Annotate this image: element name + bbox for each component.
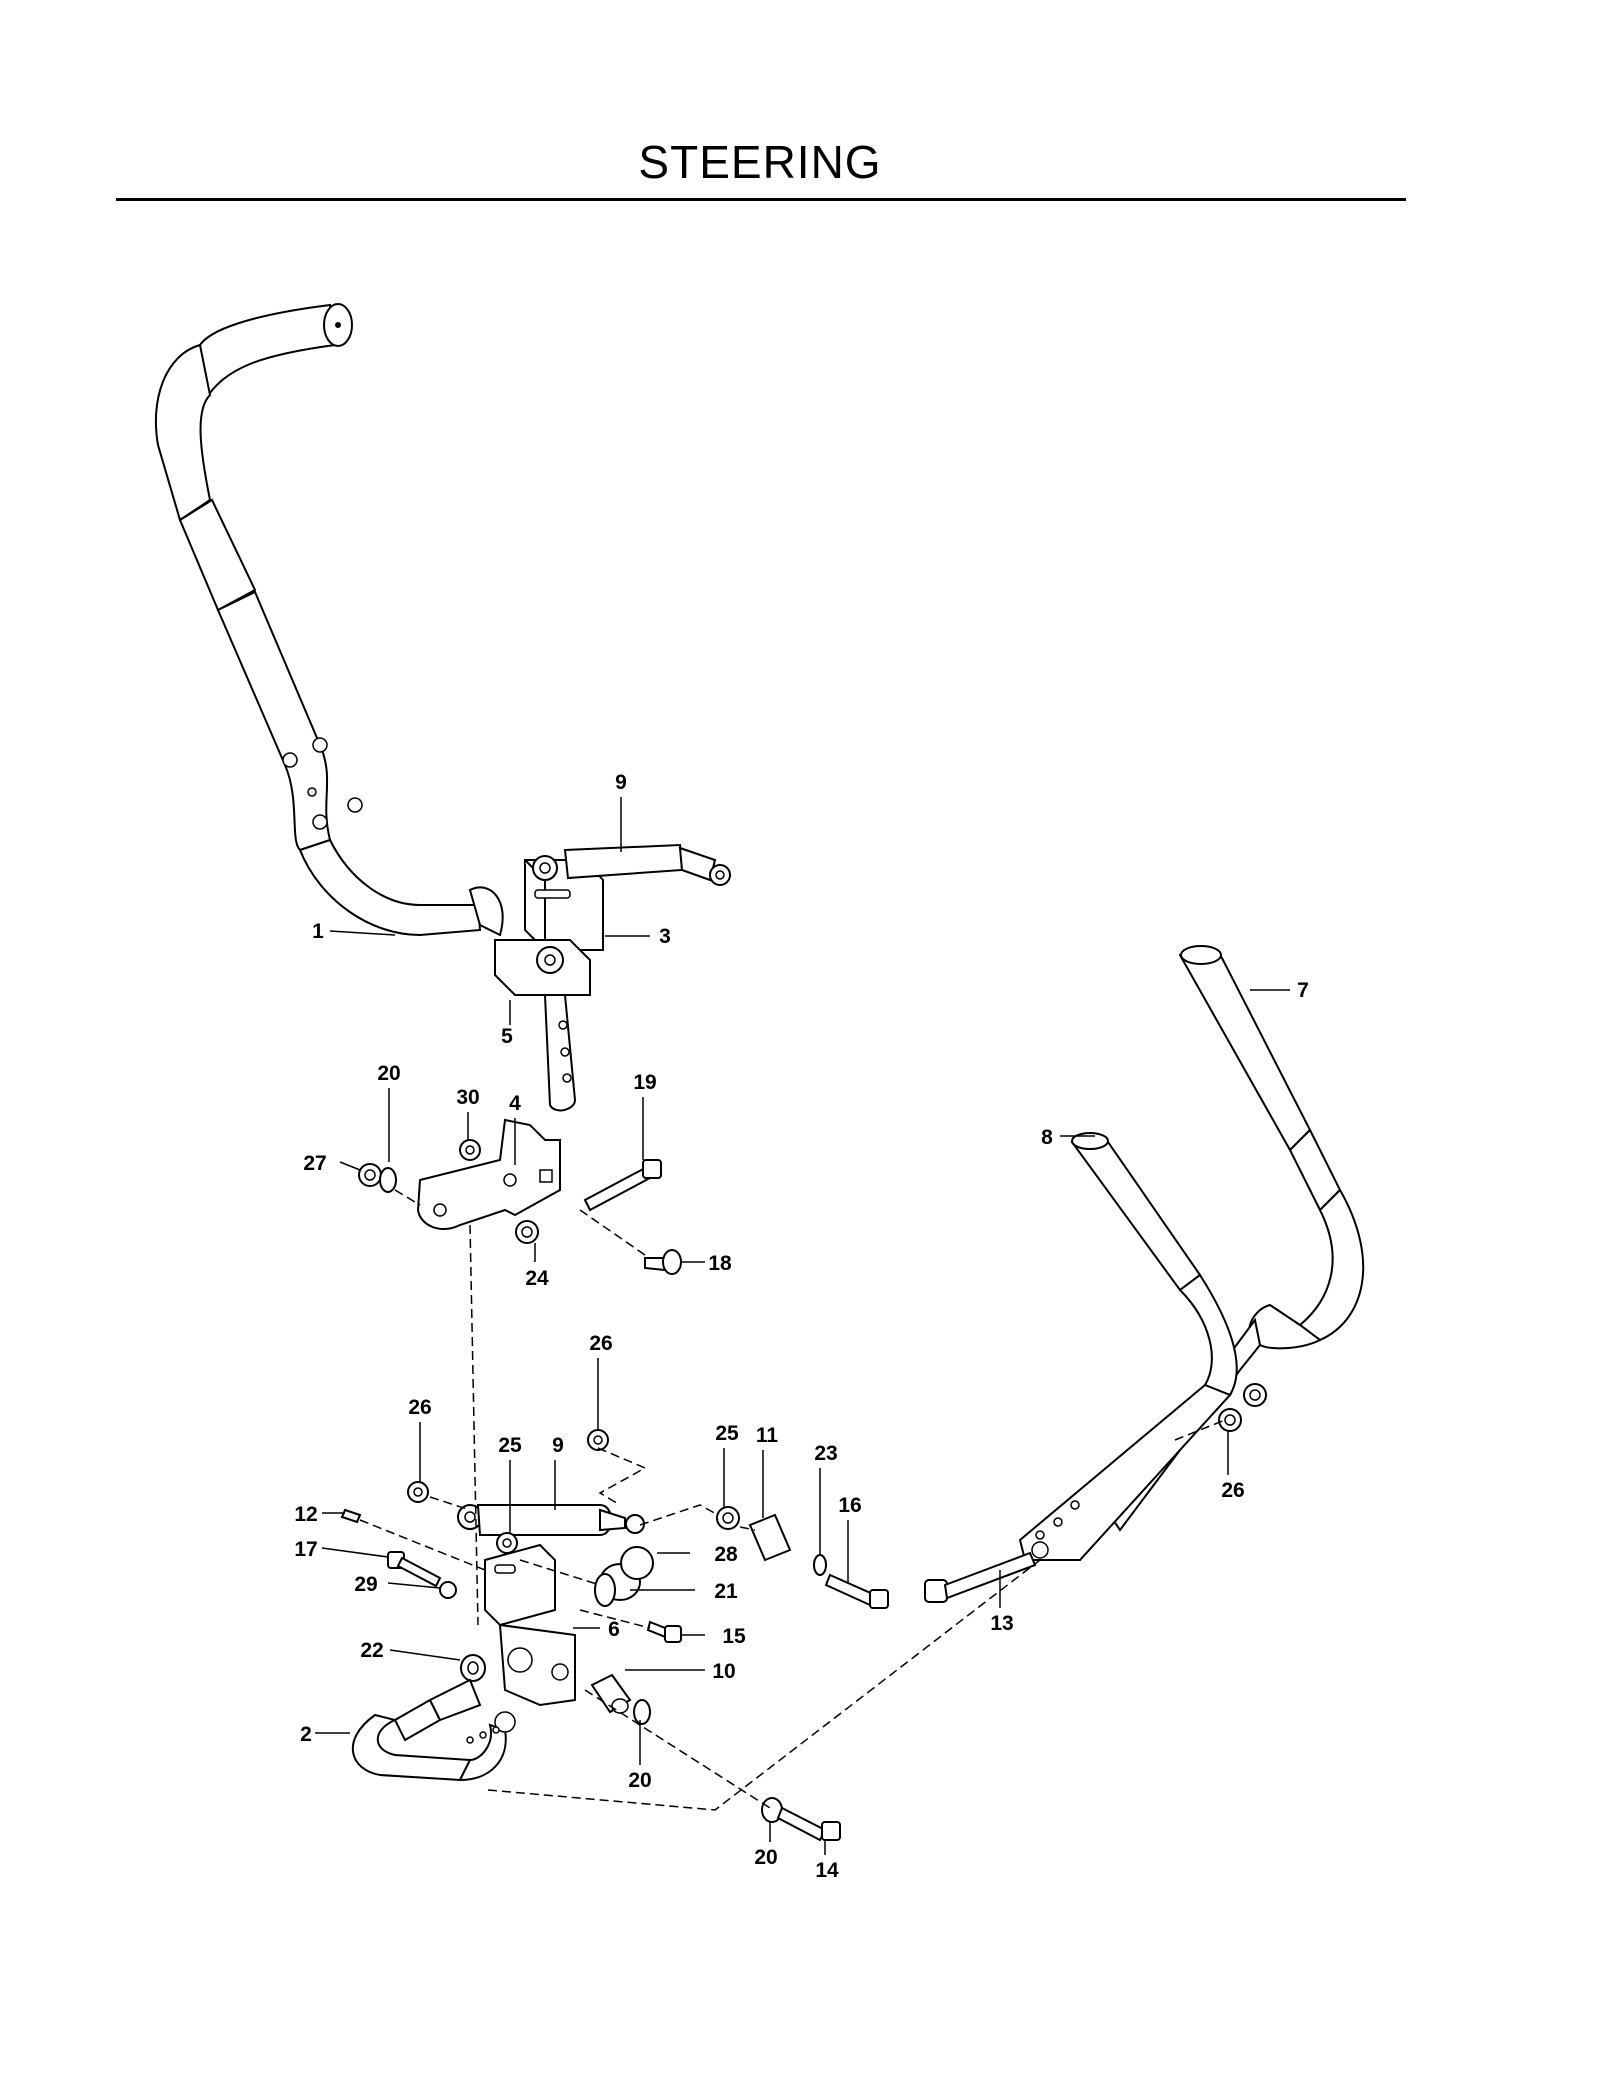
part-5-lower-bracket: [494, 939, 591, 1112]
callout-29: 29: [354, 1573, 377, 1596]
callout-26-top: 26: [589, 1332, 612, 1355]
part-19-bolt: [583, 1159, 662, 1212]
part-22-bushing: [460, 1654, 486, 1682]
callout-26-left: 26: [408, 1396, 431, 1419]
part-24-nut: [515, 1220, 539, 1244]
part-26-nut-right: [1218, 1383, 1267, 1432]
callout-30: 30: [456, 1086, 479, 1109]
part-26-nut-left: [407, 1481, 429, 1503]
callout-20-bottom: 20: [754, 1846, 777, 1869]
callout-22: 22: [360, 1639, 383, 1662]
callout-14: 14: [815, 1859, 839, 1882]
callout-18: 18: [708, 1252, 732, 1275]
callout-27: 27: [303, 1152, 326, 1175]
callout-3: 3: [659, 925, 671, 948]
part-14-bolt: [776, 1806, 841, 1842]
callout-12: 12: [294, 1503, 317, 1526]
part-25-bushing-right: [716, 1506, 740, 1530]
callout-23: 23: [814, 1442, 837, 1465]
page-title: STEERING: [638, 136, 882, 188]
part-2-foot-handle: [351, 1678, 516, 1782]
callout-4: 4: [509, 1092, 521, 1115]
callout-labels: 9 1 3 5 7 8 20 30 4 19 27 24 18 26 26 26…: [294, 771, 1309, 1882]
leader-lines: [315, 797, 1290, 1855]
part-4-bracket: [416, 1118, 561, 1230]
part-25-bushing-left: [496, 1532, 518, 1554]
callout-24: 24: [525, 1267, 549, 1290]
part-30-nut: [459, 1139, 481, 1161]
part-23-washer: [813, 1554, 827, 1576]
part-1-steering-handle: [154, 303, 482, 937]
part-6-pivot-block: [484, 1543, 576, 1707]
part-9-lower-shock: [457, 1504, 645, 1536]
callout-16: 16: [838, 1494, 861, 1517]
part-27-20-nut-washer: [358, 1163, 397, 1193]
title-rule: [116, 198, 1406, 201]
part-28-21-nut-washer: [594, 1546, 654, 1607]
assembly-dashed-lines: [359, 1189, 1226, 1811]
callout-9-lower: 9: [552, 1434, 564, 1457]
callout-7: 7: [1297, 979, 1309, 1002]
callout-10: 10: [712, 1660, 735, 1683]
callout-19: 19: [633, 1071, 656, 1094]
callout-5: 5: [501, 1025, 513, 1048]
part-3-upper-bracket: [468, 855, 604, 951]
part-12-screw: [340, 1508, 362, 1524]
callout-26-right: 26: [1221, 1479, 1244, 1502]
part-11-spacer: [748, 1513, 792, 1562]
part-8-left-right-handle: [1018, 1132, 1238, 1561]
callout-1: 1: [312, 920, 324, 943]
callout-9-upper: 9: [615, 771, 627, 794]
part-16-bolt: [824, 1573, 889, 1609]
callout-13: 13: [990, 1612, 1013, 1635]
part-15-bolt: [646, 1620, 682, 1643]
part-29-nut: [439, 1581, 457, 1599]
callout-17: 17: [294, 1538, 317, 1561]
part-13-bolt: [924, 1551, 1037, 1603]
callout-28: 28: [714, 1543, 738, 1566]
callout-2: 2: [300, 1723, 312, 1746]
part-26-nut-middle: [587, 1429, 609, 1451]
part-17-bolt: [387, 1551, 442, 1588]
callout-8: 8: [1041, 1126, 1053, 1149]
part-18-pin: [644, 1249, 682, 1275]
callout-25-left: 25: [498, 1434, 522, 1457]
callout-15: 15: [722, 1625, 746, 1648]
callout-11: 11: [756, 1424, 779, 1447]
callout-25-right: 25: [715, 1422, 739, 1445]
callout-6: 6: [608, 1618, 620, 1641]
callout-20-top: 20: [377, 1062, 400, 1085]
callout-21: 21: [714, 1580, 738, 1603]
part-9-upper-shock: [563, 843, 731, 886]
callout-20-middle: 20: [628, 1769, 651, 1792]
part-20-washer-lower: [633, 1699, 651, 1725]
